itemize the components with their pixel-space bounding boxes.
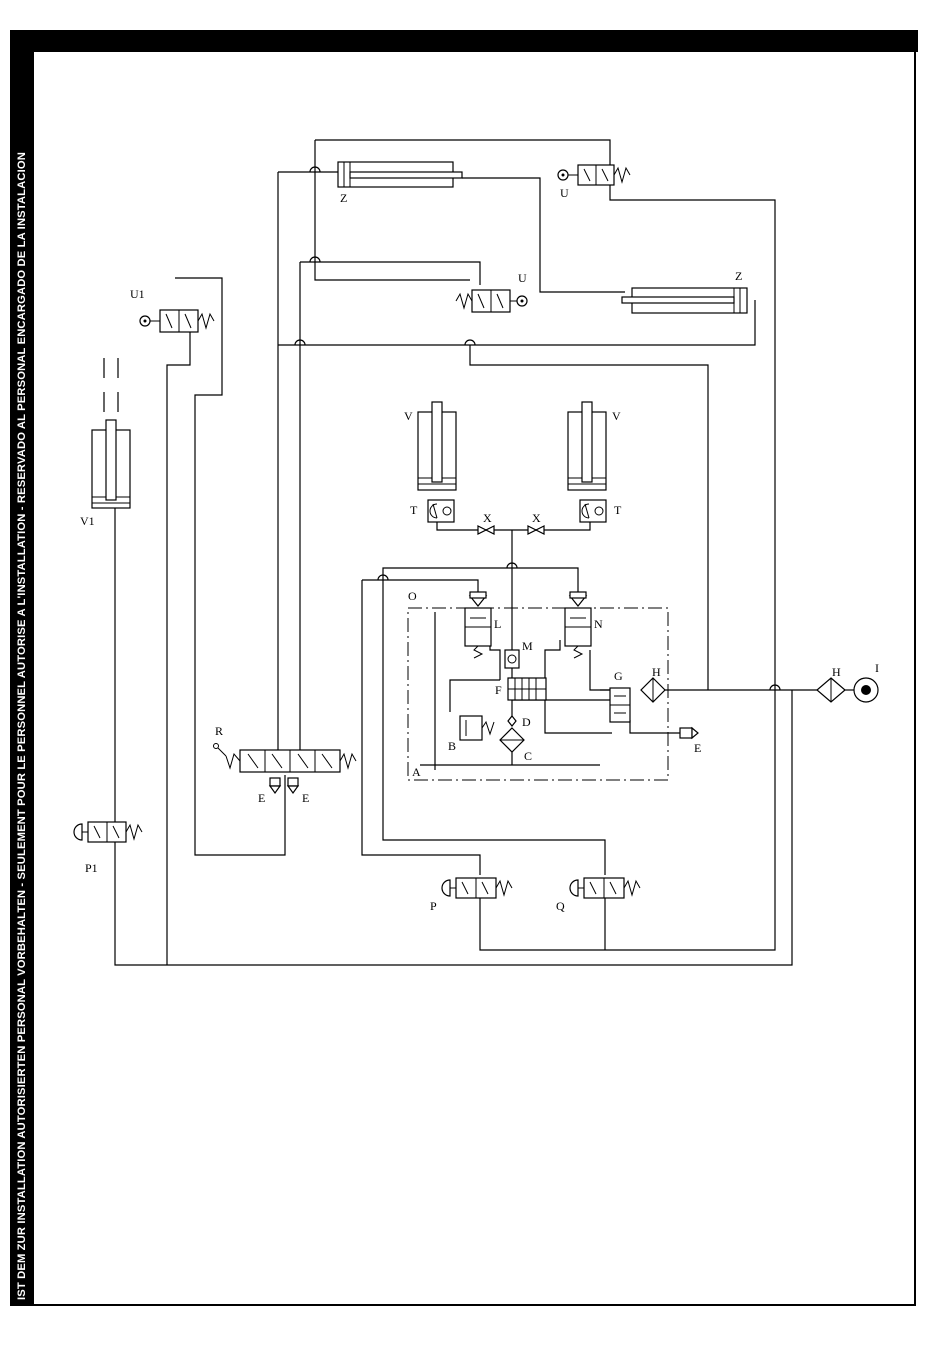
label-p1: P1 bbox=[85, 861, 98, 875]
label-x-left: X bbox=[483, 511, 492, 525]
valve-u-top bbox=[558, 165, 630, 185]
label-b: B bbox=[448, 739, 456, 753]
label-a: A bbox=[412, 765, 421, 779]
label-u1: U1 bbox=[130, 287, 145, 301]
valve-p bbox=[442, 878, 512, 898]
label-e-right: E bbox=[694, 741, 701, 755]
label-v-right: V bbox=[612, 409, 621, 423]
valve-u-mid bbox=[456, 290, 527, 312]
valve-p1 bbox=[74, 822, 142, 842]
flow-control-t-right bbox=[580, 500, 606, 522]
cylinder-z-top bbox=[338, 162, 462, 187]
junction-d bbox=[508, 716, 516, 726]
label-t-left: T bbox=[410, 503, 418, 517]
label-n: N bbox=[594, 617, 603, 631]
label-h-right: H bbox=[832, 665, 841, 679]
valve-q bbox=[570, 878, 640, 898]
cylinder-v-left bbox=[418, 402, 456, 490]
label-f: F bbox=[495, 683, 502, 697]
cylinder-z-right bbox=[622, 288, 747, 313]
exhaust-e-left bbox=[270, 778, 298, 793]
label-x-right: X bbox=[532, 511, 541, 525]
label-p: P bbox=[430, 899, 437, 913]
regulator-b bbox=[460, 716, 494, 740]
throttle-x-left bbox=[478, 526, 494, 534]
label-u-mid: U bbox=[518, 271, 527, 285]
label-r: R bbox=[215, 724, 223, 738]
cylinder-v1 bbox=[92, 358, 130, 508]
label-z-top: Z bbox=[340, 191, 347, 205]
label-t-right: T bbox=[614, 503, 622, 517]
filter-c bbox=[500, 728, 524, 752]
label-c: C bbox=[524, 749, 532, 763]
label-v1: V1 bbox=[80, 514, 95, 528]
air-source-i bbox=[854, 678, 878, 702]
flow-control-t-left bbox=[428, 500, 454, 522]
cylinder-v-right bbox=[568, 402, 606, 490]
valve-g bbox=[610, 688, 630, 722]
label-d: D bbox=[522, 715, 531, 729]
label-l: L bbox=[494, 617, 501, 631]
label-e-left2: E bbox=[302, 791, 309, 805]
label-g: G bbox=[614, 669, 623, 683]
piping bbox=[115, 140, 855, 965]
label-i: I bbox=[875, 661, 879, 675]
throttle-x-right bbox=[528, 526, 544, 534]
manifold-f bbox=[508, 678, 546, 700]
filter-h-mid bbox=[641, 678, 665, 702]
label-e-left1: E bbox=[258, 791, 265, 805]
check-valve-m bbox=[505, 650, 519, 668]
label-q: Q bbox=[556, 899, 565, 913]
label-o: O bbox=[408, 589, 417, 603]
valve-n bbox=[565, 592, 591, 658]
exhaust-e-right bbox=[680, 728, 698, 738]
valve-r bbox=[214, 744, 357, 773]
label-m: M bbox=[522, 639, 533, 653]
label-z-right: Z bbox=[735, 269, 742, 283]
label-h-mid: H bbox=[652, 665, 661, 679]
valve-l bbox=[465, 592, 491, 658]
valve-u1 bbox=[140, 310, 214, 332]
label-v-left: V bbox=[404, 409, 413, 423]
label-u-top: U bbox=[560, 186, 569, 200]
filter-h-right bbox=[817, 678, 845, 702]
